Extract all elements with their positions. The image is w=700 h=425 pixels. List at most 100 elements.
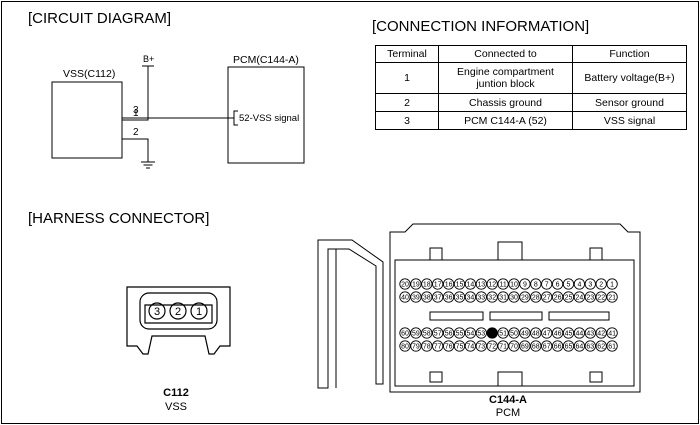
header-terminal: Terminal	[375, 45, 439, 63]
c144-pin-label: 41	[608, 331, 616, 338]
c112-connector	[126, 286, 231, 355]
c144-pin-label: 55	[456, 331, 464, 338]
c144-pin-67	[541, 340, 553, 352]
wire-pin2	[122, 138, 149, 162]
c144-pin-label: 30	[510, 295, 518, 302]
c144-pin-13	[475, 278, 487, 290]
cell-terminal: 1	[375, 62, 439, 94]
bplus-label: B+	[143, 54, 154, 64]
c144-pin-label: 31	[499, 295, 507, 302]
c144-pin-28	[530, 291, 542, 303]
c144-pin-41	[606, 327, 618, 339]
table-header-row: Terminal Connected to Function	[375, 45, 687, 63]
c112-housing	[126, 286, 231, 355]
c144-slot	[429, 311, 484, 321]
c144-pin-label: 7	[545, 282, 549, 289]
c144-pin-label: 65	[565, 344, 573, 351]
c144-pin-label: 74	[467, 344, 475, 351]
c144-pin-label: 21	[608, 295, 616, 302]
c144-housing	[389, 223, 641, 393]
c144-pin-79	[410, 340, 422, 352]
c144-pin-39	[410, 291, 422, 303]
c144-pin-label: 8	[534, 282, 538, 289]
c144-pin-72	[486, 340, 498, 352]
c144-pin-22	[595, 291, 607, 303]
pcm-terminal-bracket	[233, 110, 238, 126]
c144-pin-47	[541, 327, 553, 339]
c144-latch	[589, 247, 603, 261]
c144-pin-label: 64	[576, 344, 584, 351]
c144-pin-77	[432, 340, 444, 352]
pcm-label: PCM(C144-A)	[233, 54, 299, 66]
c144-pin-44	[573, 327, 586, 339]
c144-pin-58	[421, 327, 433, 339]
c144-pin-14	[464, 278, 477, 290]
c144-pin-label: 29	[521, 295, 529, 302]
c112-insert	[144, 304, 213, 324]
c144-pin-54	[464, 327, 477, 339]
c144-pin-32	[486, 291, 498, 303]
c144-pin-71	[497, 340, 509, 352]
section-harness-connector: [HARNESS CONNECTOR]	[28, 210, 210, 227]
c144-pin-label: 42	[597, 331, 605, 338]
c144-pin-label: 27	[543, 295, 551, 302]
c144-pin-15	[453, 278, 466, 290]
c144-pin-label: 50	[510, 331, 518, 338]
pin-label-3: 3	[133, 105, 139, 116]
c144-latch	[589, 371, 603, 383]
c144-pin-label: 54	[467, 331, 475, 338]
c144-pin-label: 48	[532, 331, 540, 338]
c144-pin-49	[519, 327, 531, 339]
c144-pin-label: 34	[467, 295, 475, 302]
c144-pin-label: 66	[554, 344, 562, 351]
c112-pin-3	[148, 302, 166, 320]
c144-pin-label: 2	[599, 282, 603, 289]
c144-pin-label: 4	[577, 282, 581, 289]
c144-pin-48	[530, 327, 542, 339]
c144-pin-label: 43	[586, 331, 594, 338]
c144-pin-36	[442, 291, 455, 303]
c144-pin-label: 51	[499, 331, 507, 338]
c144-pin-label: 19	[412, 282, 420, 289]
c112-cavity	[139, 292, 218, 330]
c144-pin-38	[421, 291, 433, 303]
c144-pin-label: 16	[445, 282, 453, 289]
pin-label-2: 2	[133, 127, 139, 138]
c144-pin-55	[453, 327, 466, 339]
c144-pin-24	[573, 291, 586, 303]
c144-latch-center	[497, 241, 523, 261]
c144-pin-label: 53	[477, 331, 485, 338]
c144-pin-label: 77	[434, 344, 442, 351]
c144-pin-21	[606, 291, 618, 303]
c144-pin-label: 59	[412, 331, 420, 338]
c144-pin-label: 45	[565, 331, 573, 338]
c144-pin-label: 13	[477, 282, 485, 289]
section-connection-information: [CONNECTION INFORMATION]	[372, 18, 590, 35]
c144-pin-label: 15	[456, 282, 464, 289]
c144-pin-label: 26	[554, 295, 562, 302]
c144-pin-label: 69	[521, 344, 529, 351]
c144-pin-25	[562, 291, 575, 303]
c144-pin-label: 47	[543, 331, 551, 338]
cell-connected-to: Engine compartment juntion block	[438, 62, 573, 94]
c144-pin-16	[442, 278, 455, 290]
c144-pin-20	[399, 278, 411, 290]
c144-pin-80	[399, 340, 411, 352]
vss-label: VSS(C112)	[63, 68, 115, 80]
c144-pin-4	[573, 278, 586, 290]
c144-pin-label: 36	[445, 295, 453, 302]
signal-label: 52-VSS signal	[239, 113, 299, 124]
c144-pin-57	[432, 327, 444, 339]
c112-pin-label-1: 1	[196, 306, 202, 318]
c144-pin-label: 25	[565, 295, 573, 302]
c144-pin-29	[519, 291, 531, 303]
c144-pin-62	[595, 340, 607, 352]
c144-pin-68	[530, 340, 542, 352]
cell-connected-line2: juntion block	[476, 78, 535, 90]
c112-pin-label-2: 2	[175, 306, 181, 318]
c144-pin-43	[584, 327, 596, 339]
c144-pin-label: 57	[434, 331, 442, 338]
c144-pin-12	[486, 278, 498, 290]
c144-pin-label: 5	[567, 282, 571, 289]
c144-pin-label: 24	[576, 295, 584, 302]
